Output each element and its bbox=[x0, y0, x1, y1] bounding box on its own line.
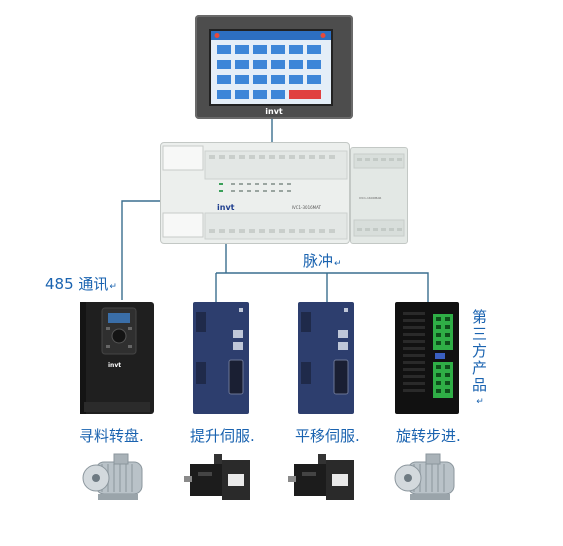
expansion-model-text: IVC1-1600MAR bbox=[359, 196, 382, 200]
plc-main-unit: invt IVC1-3016MAT bbox=[160, 142, 350, 244]
pulse-bus-wire bbox=[216, 272, 429, 302]
device-label-move-servo: 平移伺服. bbox=[295, 427, 360, 445]
device-label-lift-servo: 提升伺服. bbox=[190, 427, 255, 445]
inverter-brand-logo: invt bbox=[108, 362, 122, 369]
device-label-turntable: 寻料转盘. bbox=[79, 427, 144, 445]
lift-servo-drive bbox=[193, 302, 249, 414]
stepper-motor-rotary bbox=[394, 453, 455, 500]
device-label-rotary-stepper: 旋转步进. bbox=[396, 427, 461, 445]
hmi-brand-logo: invt bbox=[265, 107, 283, 116]
third-party-label: 第 三 方 产 品 ↵ bbox=[472, 308, 488, 408]
inverter-drive: invt bbox=[80, 302, 154, 414]
plc-expansion-module: IVC1-1600MAR bbox=[350, 147, 408, 244]
hmi-screen bbox=[209, 29, 333, 106]
pulse-label: 脉冲↵ bbox=[303, 252, 342, 270]
servo-motor-lift bbox=[184, 454, 250, 500]
rs485-comm-label: 485 通讯↵ bbox=[45, 275, 117, 293]
plc-body-details bbox=[162, 145, 348, 240]
stepper-body-details bbox=[403, 312, 453, 398]
lift-servo-body-details bbox=[196, 308, 244, 395]
plc-brand-logo: invt bbox=[217, 203, 235, 212]
stepper-driver bbox=[395, 302, 459, 414]
move-servo-drive bbox=[298, 302, 354, 414]
expansion-body-details bbox=[353, 153, 405, 237]
servo-motor-move bbox=[288, 454, 354, 500]
rs485-wire bbox=[121, 200, 160, 300]
inverter-body-details bbox=[80, 302, 150, 414]
hmi-touch-panel: invt bbox=[195, 15, 353, 119]
hmi-screen-buttons bbox=[211, 31, 331, 99]
move-servo-body-details bbox=[301, 308, 349, 395]
ac-motor-turntable bbox=[82, 453, 143, 500]
plc-model-text: IVC1-3016MAT bbox=[291, 205, 321, 210]
